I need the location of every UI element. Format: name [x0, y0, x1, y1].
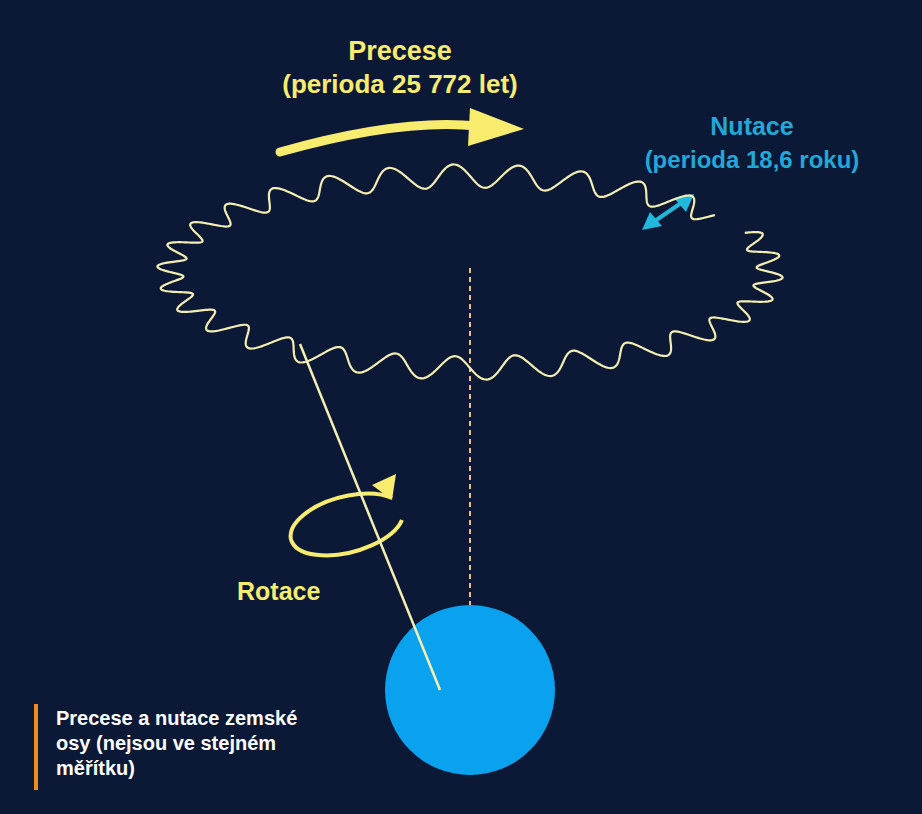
earth — [385, 605, 555, 775]
nutation-period: (perioda 18,6 roku) — [645, 146, 860, 174]
rotation-label: Rotace — [237, 577, 320, 606]
figure-caption: Precese a nutace zemské osy (nejsou ve s… — [56, 706, 318, 781]
nutation-label: Nutace — [710, 112, 793, 141]
nutation-path — [161, 232, 783, 379]
precession-label: Precese — [348, 36, 452, 67]
nutation-arrow — [652, 201, 684, 223]
reference-axis — [469, 268, 471, 612]
caption-bar — [34, 704, 38, 790]
earth-axis — [300, 344, 440, 690]
precession-arrow — [280, 124, 478, 152]
nutation-path — [157, 164, 714, 272]
rotation-arrowhead — [372, 474, 396, 500]
rotation-arrow — [291, 494, 402, 556]
precession-period: (perioda 25 772 let) — [282, 70, 518, 100]
precession-arrowhead — [468, 108, 524, 146]
nutation-arrowhead — [642, 212, 662, 230]
